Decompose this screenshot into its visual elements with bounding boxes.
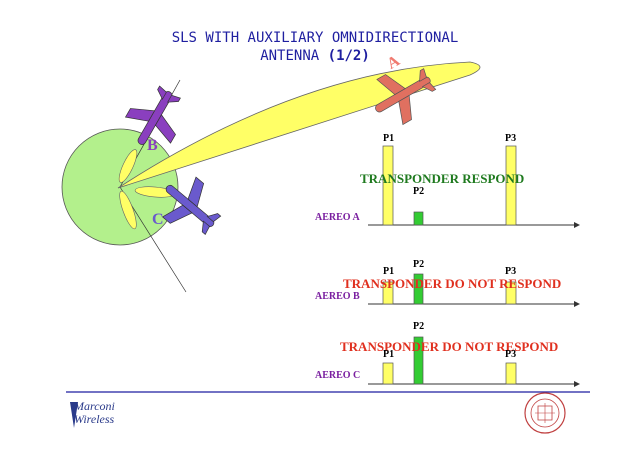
pulse-label-a-p3: P3 — [505, 133, 517, 144]
axis-arrow-c — [574, 381, 580, 387]
title-part: (1/2) — [327, 48, 370, 64]
axis-arrow-a — [574, 222, 580, 228]
row-a-aereo: AEREO A — [315, 212, 360, 223]
pulse-label-b-p2: P2 — [413, 259, 425, 270]
pulse-a-p1 — [382, 145, 394, 226]
plane-c-icon — [161, 176, 222, 236]
slide-title-line1: SLS WITH AUXILIARY OMNIDIRECTIONAL — [171, 30, 459, 46]
pulse-label-b-p3: P3 — [505, 266, 517, 277]
pulse-c-p1 — [382, 362, 394, 385]
pulse-c-p3 — [505, 362, 517, 385]
logo-line2: Wireless — [74, 412, 115, 426]
university-seal-icon — [524, 392, 566, 434]
plane-b-icon — [124, 85, 181, 145]
marconi-wireless-logo: Marconi Wireless — [74, 400, 115, 426]
logo-line1: Marconi — [74, 399, 115, 413]
pulse-label-c-p3: P3 — [505, 349, 517, 360]
pulse-label-c-p2: P2 — [413, 321, 425, 332]
title-antenna: ANTENNA — [260, 48, 320, 64]
pulse-b-p3 — [505, 281, 517, 305]
row-b-aereo: AEREO B — [315, 291, 360, 302]
pulse-a-p2 — [413, 211, 424, 226]
plane-c-label: C — [152, 211, 164, 228]
pulse-a-p3 — [505, 145, 517, 226]
side-lobe-lower — [119, 190, 137, 230]
plane-a-icon — [375, 68, 437, 126]
plane-b-label: B — [147, 137, 158, 154]
row-c-message: TRANSPONDER DO NOT RESPOND — [340, 339, 559, 354]
pulse-c-p2 — [413, 336, 424, 385]
pulse-label-b-p1: P1 — [383, 266, 395, 277]
pulse-label-a-p1: P1 — [383, 133, 395, 144]
main-lobe — [117, 61, 481, 189]
marconi-logo-icon — [70, 402, 78, 428]
row-b-message: TRANSPONDER DO NOT RESPOND — [343, 276, 562, 291]
axis-arrow-b — [574, 301, 580, 307]
slide-title-line2: ANTENNA (1/2) — [100, 48, 530, 65]
row-c-aereo: AEREO C — [315, 370, 361, 381]
pulse-label-a-p2: P2 — [413, 186, 425, 197]
pulse-b-p2 — [413, 273, 424, 305]
pulse-b-p1 — [382, 281, 394, 305]
side-lobe-upper — [118, 149, 138, 183]
pulse-label-c-p1: P1 — [383, 349, 395, 360]
row-a-message: TRANSPONDER RESPOND — [360, 171, 525, 186]
